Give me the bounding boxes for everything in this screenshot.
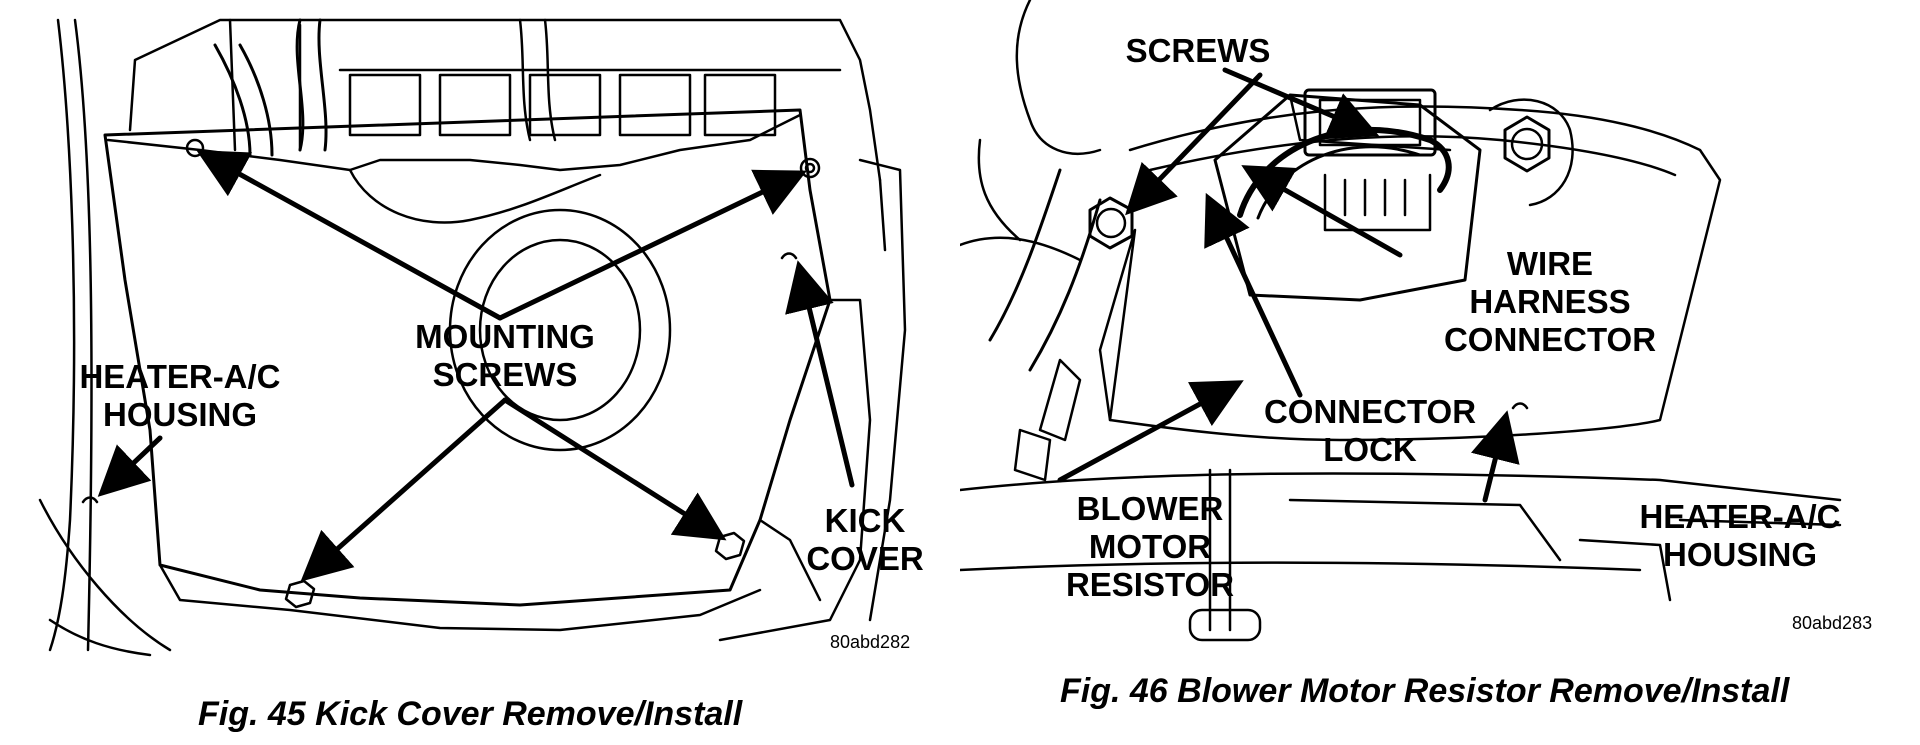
heater-ac-housing-46-line-2: HOUSING: [1662, 536, 1817, 573]
blower-motor-resistor-illustration: [960, 0, 1842, 642]
heater-ac-housing-label: HEATER-A/C HOUSING: [65, 358, 295, 434]
heater-ac-housing-line-2: HOUSING: [102, 396, 257, 433]
figure-45-caption: Fig. 45 Kick Cover Remove/Install: [198, 695, 743, 733]
figure-id-46: 80abd283: [1792, 613, 1873, 633]
mounting-screws-line-2: SCREWS: [432, 356, 578, 393]
screws-label: SCREWS: [1125, 32, 1271, 69]
kick-cover-label: KICK COVER: [805, 502, 925, 578]
heater-ac-housing-46-line-1: HEATER-A/C: [1639, 498, 1841, 535]
blower-motor-resistor-line-3: RESISTOR: [1065, 566, 1235, 603]
blower-motor-resistor-line-1: BLOWER: [1076, 490, 1224, 527]
blower-motor-resistor-line-2: MOTOR: [1088, 528, 1212, 565]
figure-46-caption: Fig. 46 Blower Motor Resistor Remove/Ins…: [1060, 672, 1790, 710]
connector-lock-label: CONNECTOR LOCK: [1245, 393, 1495, 469]
mounting-screws-label: MOUNTING SCREWS: [405, 318, 605, 394]
wire-harness-connector-line-2: HARNESS: [1469, 283, 1631, 320]
blower-motor-resistor-label: BLOWER MOTOR RESISTOR: [1050, 490, 1250, 604]
heater-ac-housing-line-1: HEATER-A/C: [79, 358, 281, 395]
figure-46-blower-motor-resistor: SCREWS WIRE HARNESS CONNECTOR CONNECTOR …: [960, 0, 1920, 745]
wire-harness-connector-label: WIRE HARNESS CONNECTOR: [1400, 245, 1700, 359]
kick-cover-line-1: KICK: [824, 502, 906, 539]
heater-ac-housing-label-46: HEATER-A/C HOUSING: [1625, 498, 1855, 574]
kick-cover-line-2: COVER: [806, 540, 924, 577]
connector-lock-line-2: LOCK: [1323, 431, 1417, 468]
mounting-screws-line-1: MOUNTING: [415, 318, 595, 355]
figure-id-45: 80abd282: [830, 632, 911, 652]
kick-cover-illustration: [38, 18, 907, 657]
figure-45-kick-cover: MOUNTING SCREWS HEATER-A/C HOUSING KICK …: [38, 18, 925, 733]
connector-lock-line-1: CONNECTOR: [1263, 393, 1477, 430]
wire-harness-connector-line-1: WIRE: [1506, 245, 1594, 282]
wire-harness-connector-line-3: CONNECTOR: [1443, 321, 1657, 358]
